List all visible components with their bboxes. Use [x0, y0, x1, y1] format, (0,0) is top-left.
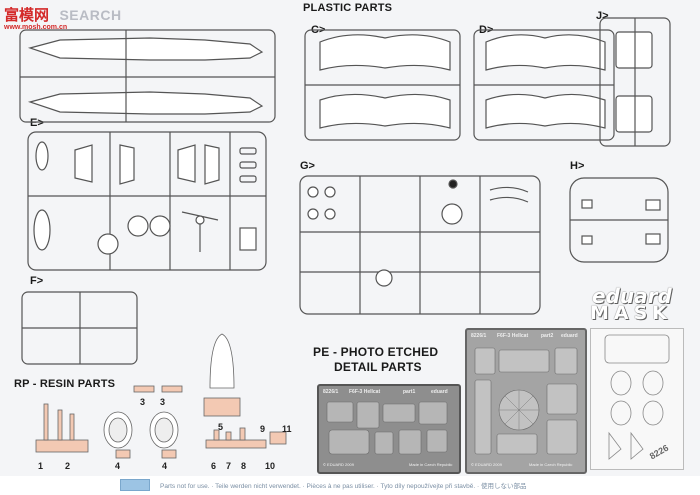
- pe-fret-1-brand: eduard: [431, 389, 448, 395]
- resin-parts: [35, 333, 287, 459]
- unused-parts-note: Parts not for use. · Teile werden nicht …: [160, 483, 527, 490]
- footer-bar: [0, 476, 700, 495]
- resin-number-3b: 3: [160, 397, 166, 407]
- resin-number-7: 7: [226, 461, 232, 471]
- resin-number-4a: 4: [115, 461, 121, 471]
- resin-wheels: [103, 411, 179, 459]
- pe-fret-1-origin: Made in Czech Republic: [409, 462, 453, 467]
- wing-lower-d: [485, 93, 606, 129]
- sprue-frame-fuselage: [19, 29, 276, 123]
- resin-small-parts: [205, 427, 287, 449]
- pe-fret-1-parts: [326, 401, 448, 455]
- mask-sheet: 8226: [590, 328, 684, 470]
- watermark-brand-en: SEARCH: [59, 7, 122, 23]
- pe-fret-1-code: 8226/1: [323, 389, 339, 395]
- resin-part-1-2: [35, 403, 89, 453]
- pe-fret-2-brand: eduard: [561, 333, 578, 339]
- resin-number-10: 10: [265, 461, 276, 471]
- pe-fret-2-origin: Made in Czech Republic: [529, 462, 573, 467]
- resin-part-3: [133, 385, 183, 393]
- pe-parts-heading-line2: DETAIL PARTS: [334, 360, 422, 374]
- pe-parts-heading-line1: PE - PHOTO ETCHED: [313, 345, 439, 359]
- watermark: 富模网 SEARCH: [4, 4, 122, 25]
- sprue-label-e: E>: [30, 117, 44, 129]
- watermark-url: www.mosh.com.cn: [4, 24, 68, 31]
- pe-fret-1-name: F6F-3 Hellcat: [349, 389, 381, 395]
- resin-number-3a: 3: [140, 397, 146, 407]
- resin-parts-heading: RP - RESIN PARTS: [14, 378, 116, 390]
- wing-upper-c: [319, 34, 451, 71]
- plastic-parts-heading: PLASTIC PARTS: [303, 2, 393, 14]
- pe-fret-2-part: part2: [541, 333, 554, 339]
- sprue-label-f: F>: [30, 275, 44, 287]
- resin-number-5: 5: [218, 422, 224, 432]
- sprue-label-g: G>: [300, 160, 315, 172]
- unused-parts-swatch: [120, 479, 150, 491]
- pe-fret-1: 8226/1 F6F-3 Hellcat part1 eduard © EDUA…: [317, 384, 461, 474]
- wing-upper-d: [485, 34, 606, 71]
- resin-number-11: 11: [282, 424, 292, 434]
- fuselage-half-bottom: [27, 91, 264, 115]
- mask-logo-top: eduard: [592, 284, 672, 308]
- resin-part-5-droptank: [203, 333, 241, 417]
- mask-shapes: [604, 334, 670, 460]
- resin-number-4b: 4: [162, 461, 168, 471]
- pe-fret-2-copyright: © EDUARD 2009: [471, 462, 502, 467]
- propeller-part: [181, 211, 219, 252]
- resin-number-2: 2: [65, 461, 71, 471]
- pe-fret-2-code: 8226/1: [471, 333, 487, 339]
- pe-fret-2-parts: [474, 347, 578, 455]
- resin-number-8: 8: [241, 461, 247, 471]
- pe-fret-1-part: part1: [403, 389, 416, 395]
- sprue-label-h: H>: [570, 160, 585, 172]
- resin-number-6: 6: [211, 461, 217, 471]
- pe-fret-1-copyright: © EDUARD 2009: [323, 462, 354, 467]
- sprue-frame-e: [27, 131, 267, 271]
- resin-number-9: 9: [260, 424, 266, 434]
- wing-lower-c: [319, 93, 451, 129]
- mask-logo-bottom: MASK: [590, 302, 673, 324]
- fuselage-half-top: [27, 37, 264, 61]
- watermark-brand-cn: 富模网: [4, 7, 50, 24]
- pe-fret-2: 8226/1 F6F-3 Hellcat part2 eduard © EDUA…: [465, 328, 587, 474]
- sprue-label-j: J>: [596, 10, 609, 22]
- pe-fret-2-name: F6F-3 Hellcat: [497, 333, 529, 339]
- resin-number-1: 1: [38, 461, 44, 471]
